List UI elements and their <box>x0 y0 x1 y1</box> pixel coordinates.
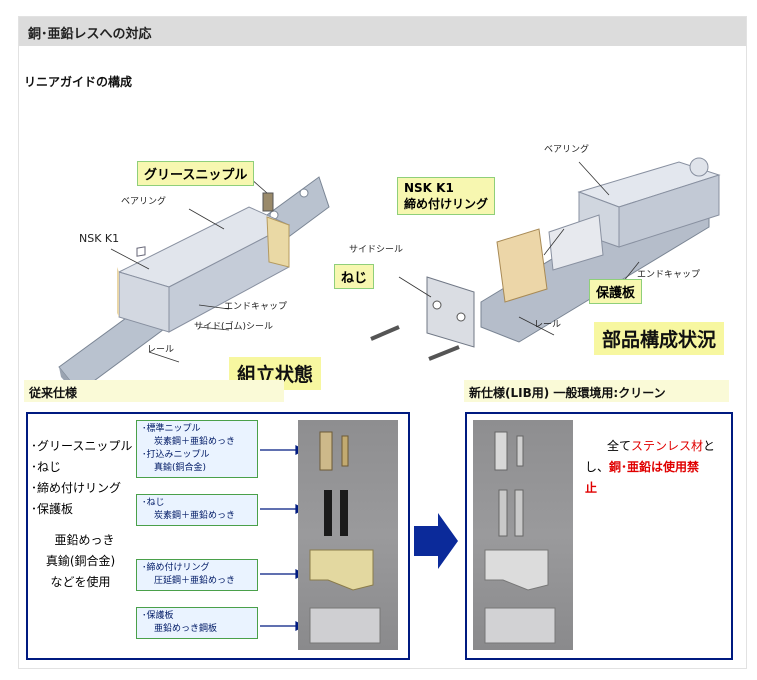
new-spec-band: 新仕様(LIB用) 一般環境用:クリーン <box>464 380 729 402</box>
desc-line: 止 <box>585 478 725 499</box>
material-text: ･標準ニップル <box>142 424 201 434</box>
list-item: ･ねじ <box>31 460 62 474</box>
exploded-bearing-label: ベアリング <box>544 145 590 155</box>
desc-highlight: ステンレス材 <box>631 439 704 453</box>
new-spec-panel: 全てステンレス材と し、銅･亜鉛は使用禁 止 <box>465 412 733 660</box>
exploded-caption: 部品構成状況 <box>594 322 725 355</box>
assembled-guide-drawing <box>58 157 721 397</box>
old-spec-note: 亜鉛めっき 真鍮(銅合金) などを使用 <box>33 530 128 593</box>
desc-text: 全て <box>607 439 632 453</box>
list-item: ･保護板 <box>31 502 74 516</box>
note-line: 真鍮(銅合金) <box>45 554 116 568</box>
screw-material-box: ･ねじ 炭素鋼＋亜鉛めっき <box>136 494 258 526</box>
desc-text: と <box>703 439 716 453</box>
nipple-material-box: ･標準ニップル 炭素鋼＋亜鉛めっき ･打込みニップル 真鍮(銅合金) <box>136 420 258 478</box>
new-spec-description: 全てステンレス材と し、銅･亜鉛は使用禁 止 <box>585 436 725 499</box>
note-line: 亜鉛めっき <box>54 533 115 547</box>
material-text: 炭素鋼＋亜鉛めっき <box>154 437 236 447</box>
exploded-nsk-text: NSK K1 <box>404 181 454 195</box>
material-text: ･ねじ <box>142 498 165 508</box>
exploded-end-cap-label: エンドキャップ <box>637 270 701 280</box>
list-item: ･グリースニップル <box>31 439 133 453</box>
material-text: 亜鉛めっき鋼板 <box>154 624 218 634</box>
desc-text: し、 <box>585 460 610 474</box>
ring-material-box: ･締め付けリング 圧延鋼＋亜鉛めっき <box>136 559 258 591</box>
material-text: ･打込みニップル <box>142 450 210 460</box>
old-spec-list: ･グリースニップル ･ねじ ･締め付けリング ･保護板 <box>31 436 132 520</box>
page-subtitle: リニアガイドの構成 <box>24 75 133 89</box>
end-cap-label: エンドキャップ <box>224 302 288 312</box>
new-spec-heading: 新仕様(LIB用) 一般環境用:クリーン <box>469 386 666 400</box>
material-text: ･保護板 <box>142 611 174 621</box>
old-parts-photo <box>298 420 398 650</box>
grease-nipple-callout: グリースニップル <box>137 161 255 186</box>
exploded-ring-text: 締め付けリング <box>404 197 489 211</box>
exploded-nsk-callout: NSK K1 締め付けリング <box>397 177 496 215</box>
old-spec-panel: ･グリースニップル ･ねじ ･締め付けリング ･保護板 亜鉛めっき 真鍮(銅合金… <box>26 412 410 660</box>
new-parts-photo <box>473 420 573 650</box>
bearing-label: ベアリング <box>121 197 167 207</box>
rail-label: レール <box>147 345 175 355</box>
transition-arrow-icon <box>414 513 458 569</box>
desc-line: し、銅･亜鉛は使用禁 <box>585 457 725 478</box>
material-text: 真鍮(銅合金) <box>154 463 207 473</box>
material-text: ･締め付けリング <box>142 563 210 573</box>
exploded-side-seal-label: サイドシール <box>349 245 404 255</box>
list-item: ･締め付けリング <box>31 481 122 495</box>
old-spec-heading: 従来仕様 <box>29 386 78 400</box>
screw-callout: ねじ <box>334 264 375 289</box>
material-text: 圧延鋼＋亜鉛めっき <box>154 576 236 586</box>
material-text: 炭素鋼＋亜鉛めっき <box>154 511 236 521</box>
section-title: 銅･亜鉛レスへの対応 <box>28 27 152 42</box>
protector-callout: 保護板 <box>589 279 643 304</box>
desc-highlight: 止 <box>585 481 598 495</box>
desc-highlight: 銅･亜鉛は使用禁 <box>609 460 700 474</box>
exploded-rail-label: レール <box>534 320 562 330</box>
side-seal-label: サイド(ゴム)シール <box>194 322 274 332</box>
illustration-area: グリースニップル ベアリング NSK K1 エンドキャップ サイド(ゴム)シール… <box>19 137 746 397</box>
old-parts-illustration <box>309 431 381 644</box>
content-frame: 銅･亜鉛レスへの対応 リニアガイドの構成 <box>18 16 747 669</box>
new-parts-illustration <box>484 431 556 644</box>
desc-line: 全てステンレス材と <box>585 436 725 457</box>
protector-material-box: ･保護板 亜鉛めっき鋼板 <box>136 607 258 639</box>
old-spec-band: 従来仕様 <box>24 380 284 402</box>
nsk-k1-label: NSK K1 <box>79 232 120 245</box>
note-line: などを使用 <box>50 575 111 589</box>
section-header: 銅･亜鉛レスへの対応 <box>19 17 746 46</box>
